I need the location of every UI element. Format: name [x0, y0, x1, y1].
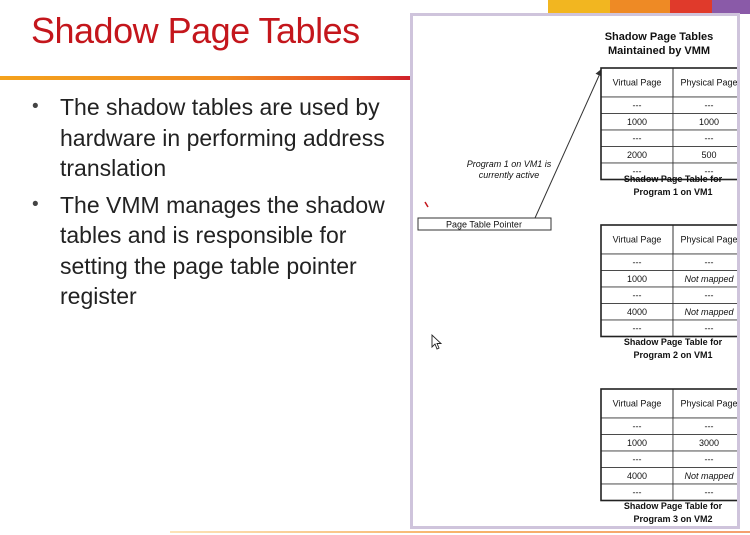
table-cell: --- [633, 257, 642, 267]
table-cell: --- [705, 454, 714, 464]
table-cell: --- [633, 323, 642, 333]
bullet-list: The shadow tables are used by hardware i… [32, 92, 402, 318]
table-header-cell: Virtual Page [613, 235, 662, 245]
table-cell: --- [705, 290, 714, 300]
decor-stripe-purple [712, 0, 750, 14]
table-cell: 4000 [627, 307, 647, 317]
active-program-annotation-line2: currently active [479, 170, 540, 180]
table-header-row: Virtual Page Physical Page [600, 224, 737, 255]
table-cell: 1000 [627, 117, 647, 127]
table-row: --- --- [600, 253, 737, 271]
table-caption-line2: Program 1 on VM1 [633, 187, 712, 197]
bullet-item: The VMM manages the shadow tables and is… [32, 190, 402, 312]
table-cell: 1000 [699, 117, 719, 127]
table-cell: --- [633, 290, 642, 300]
table-cell: Not mapped [684, 471, 734, 481]
shadow-page-table-diagram: Shadow Page Tables Maintained by VMM Pro… [410, 13, 740, 529]
table-cell: 1000 [627, 438, 647, 448]
title-accent-bar [0, 76, 412, 80]
table-header-row: Virtual Page Physical Page [600, 67, 737, 98]
decor-stripe-red [670, 0, 712, 14]
table-caption-line2: Program 2 on VM1 [633, 350, 712, 360]
table-cell: --- [705, 487, 714, 497]
table-header-cell: Physical Page [680, 235, 737, 245]
shadow-page-table: Virtual Page Physical Page --- --- 1000 3000 -… [600, 388, 737, 524]
table-cell: --- [633, 421, 642, 431]
table-cell: --- [705, 166, 714, 176]
table-cell: 500 [701, 150, 716, 160]
page-table-pointer-label: Page Table Pointer [446, 220, 522, 230]
mouse-pointer-icon [431, 333, 443, 350]
decor-stripe-orange [610, 0, 670, 14]
table-cell: --- [705, 133, 714, 143]
table-row: --- --- [600, 286, 737, 304]
table-row: 1000 3000 [600, 434, 737, 452]
table-row: 4000 Not mapped [600, 303, 737, 321]
table-row: 4000 Not mapped [600, 467, 737, 485]
table-header-cell: Virtual Page [613, 78, 662, 88]
diagram-heading-line1: Shadow Page Tables [605, 31, 714, 43]
table-row: --- --- [600, 483, 737, 501]
diagram-canvas: Shadow Page Tables Maintained by VMM Pro… [417, 31, 737, 524]
table-border [600, 67, 737, 181]
table-cell: --- [633, 133, 642, 143]
table-cell: --- [633, 454, 642, 464]
table-row: --- --- [600, 450, 737, 468]
table-row: --- --- [600, 96, 737, 114]
shadow-page-table: Virtual Page Physical Page --- --- 1000 1000 -… [600, 67, 737, 197]
table-row: --- --- [600, 319, 737, 337]
table-cell: Not mapped [684, 274, 734, 284]
table-row: 2000 500 [600, 146, 737, 164]
table-caption-line1: Shadow Page Table for [624, 174, 723, 184]
table-border [600, 388, 737, 502]
table-row: 1000 1000 [600, 113, 737, 131]
table-row: --- --- [600, 129, 737, 147]
table-cell: --- [705, 421, 714, 431]
decor-stripe-yellow [548, 0, 610, 14]
table-cell: --- [705, 100, 714, 110]
table-row: --- --- [600, 417, 737, 435]
slide-title: Shadow Page Tables [31, 10, 360, 51]
table-cell: --- [633, 487, 642, 497]
table-header-row: Virtual Page Physical Page [600, 388, 737, 419]
table-row: --- --- [600, 162, 737, 180]
table-cell: Not mapped [684, 307, 734, 317]
active-program-annotation-line1: Program 1 on VM1 is [467, 159, 552, 169]
table-cell: 1000 [627, 274, 647, 284]
table-header-cell: Physical Page [680, 78, 737, 88]
stray-mark [424, 201, 429, 208]
table-cell: 3000 [699, 438, 719, 448]
table-cell: 4000 [627, 471, 647, 481]
table-caption-line1: Shadow Page Table for [624, 337, 723, 347]
table-header-cell: Virtual Page [613, 399, 662, 409]
bullet-item: The shadow tables are used by hardware i… [32, 92, 402, 184]
table-cell: --- [705, 323, 714, 333]
table-header-cell: Physical Page [680, 399, 737, 409]
bottom-accent-line [170, 531, 750, 533]
page-table-pointer-box: Page Table Pointer [417, 217, 552, 231]
table-caption-line1: Shadow Page Table for [624, 501, 723, 511]
table-border [600, 224, 737, 338]
table-row: 1000 Not mapped [600, 270, 737, 288]
table-caption-line2: Program 3 on VM2 [633, 514, 712, 524]
table-cell: --- [633, 100, 642, 110]
diagram-heading-line2: Maintained by VMM [608, 45, 710, 57]
table-cell: --- [705, 257, 714, 267]
table-cell: --- [633, 166, 642, 176]
pointer-arrow [534, 68, 603, 219]
table-cell: 2000 [627, 150, 647, 160]
